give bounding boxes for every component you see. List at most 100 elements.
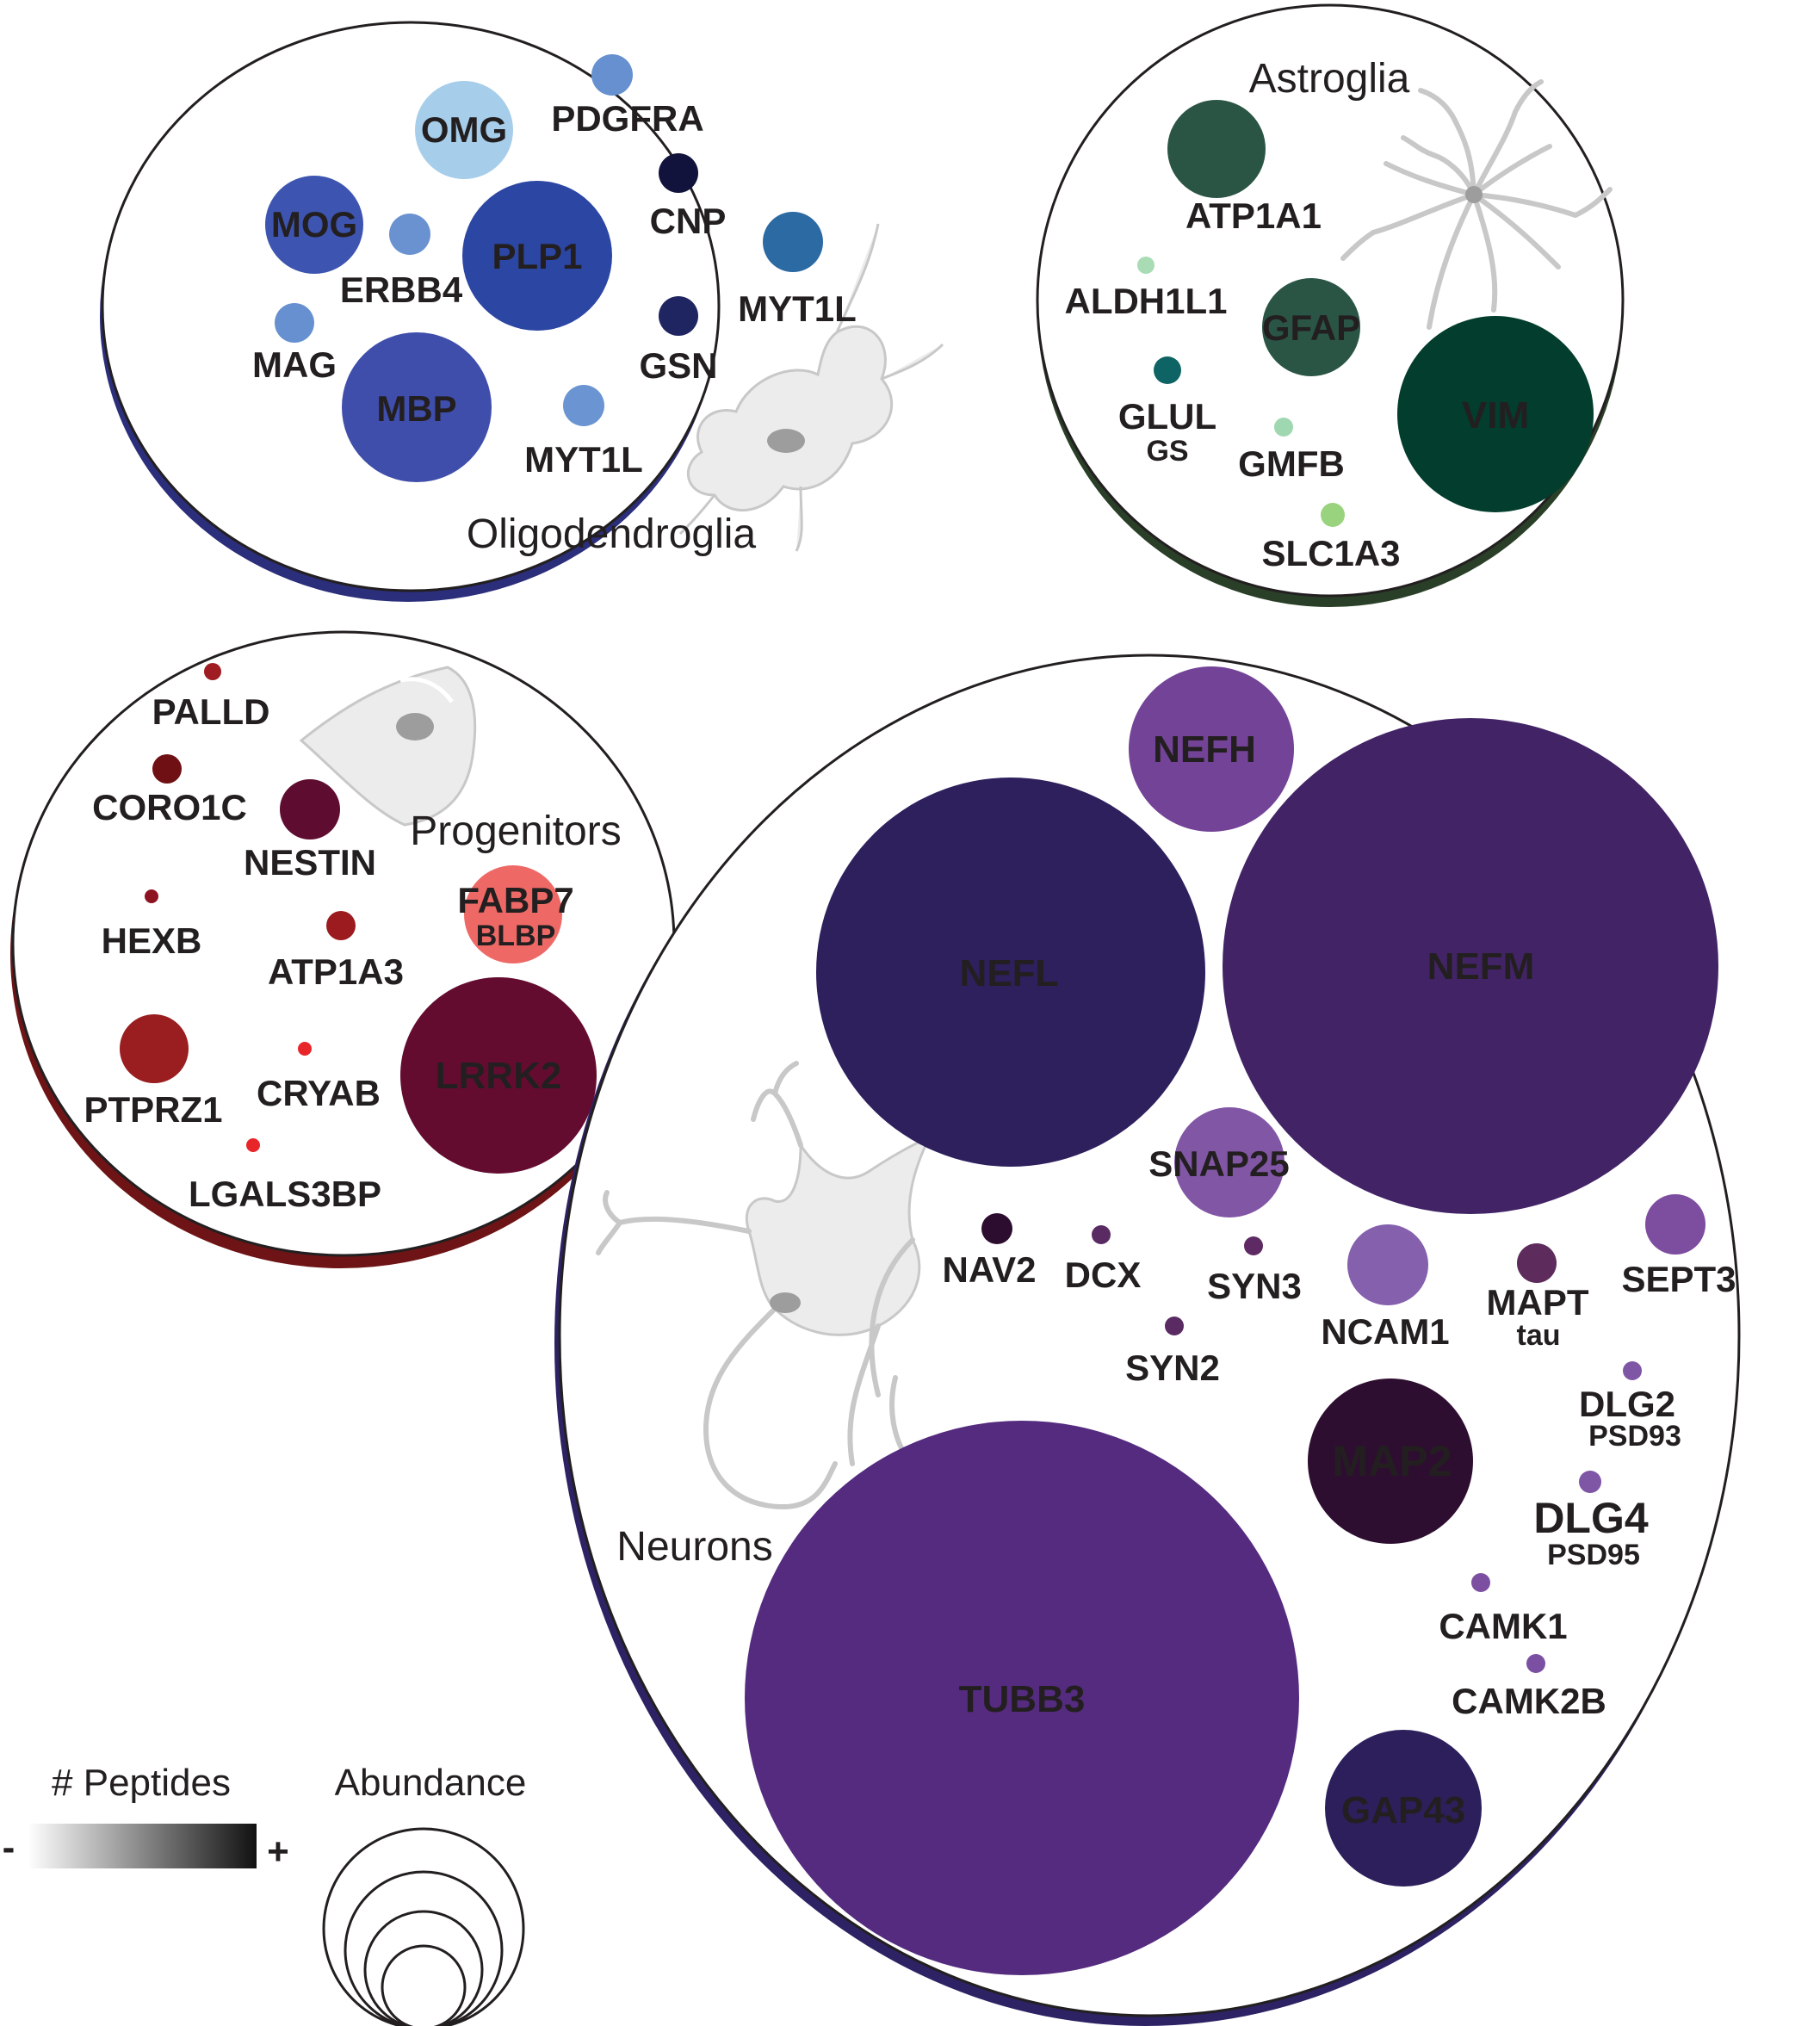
legend: # Peptides - + Abundance [3,1762,527,2026]
marker-circle-mapt [1517,1243,1557,1283]
marker-circle-nefh [1129,666,1294,832]
marker-label-cnp: CNP [650,201,727,241]
marker-sublabel-tau: tau [1517,1319,1561,1352]
marker-label-hexb: HEXB [102,920,202,961]
marker-circle-plp1 [462,181,612,331]
oligodendrocyte-cell-icon [678,223,944,552]
marker-label-gfap: GFAP [1262,307,1360,348]
legend-abundance-circle-mid [344,1870,504,2026]
marker-label-gsn: GSN [639,345,717,386]
nucleus-shape [767,429,805,453]
marker-label-tubb3: TUBB3 [959,1678,1086,1720]
marker-circle-gfap [1262,278,1360,376]
marker-label-gap43: GAP43 [1341,1789,1465,1831]
marker-label-pdgfra: PDGFRA [551,98,703,139]
marker-label-nav2: NAV2 [943,1249,1037,1290]
marker-label-mag: MAG [252,344,337,385]
marker-label-fabp7: FABP7 [457,880,573,920]
marker-circle-omg [415,81,513,179]
legend-peptides-gradient [28,1824,257,1868]
marker-circle-lgals3bp [246,1138,260,1152]
marker-circle-fabp7 [464,865,562,963]
marker-circle-ptprz1 [120,1014,189,1083]
marker-label-omg: OMG [421,109,507,150]
marker-circle-nav2 [981,1213,1012,1244]
marker-circle-tubb3 [745,1421,1299,1975]
legend-minus-sign: - [3,1826,15,1868]
marker-label-syn2: SYN2 [1125,1348,1220,1388]
marker-label-ncam1: NCAM1 [1321,1311,1449,1352]
marker-circle-atp1a3 [326,911,356,940]
group-title-neurons: Neurons [616,1524,772,1570]
marker-circle-unlabeled [389,214,430,255]
marker-circle-nestin [280,779,340,840]
marker-label-palld: PALLD [152,691,270,732]
marker-circle-mag [275,303,314,343]
marker-circle-syn3 [1244,1236,1263,1255]
marker-label-atp1a3: ATP1A3 [268,951,404,992]
marker-circle-dlg2 [1623,1361,1642,1380]
marker-circle-ncam1 [1347,1224,1428,1305]
marker-circle-lrrk2 [400,977,597,1174]
marker-sublabel-gs: GS [1146,435,1188,468]
marker-circle-camk2b [1526,1654,1545,1673]
marker-circle-mbp [342,332,492,482]
marker-label-dcx: DCX [1065,1255,1142,1295]
marker-circle-mog [265,176,363,274]
group-title-progenitors: Progenitors [410,809,621,854]
marker-circle-syn2 [1165,1317,1184,1335]
marker-label-vim: VIM [1462,394,1529,437]
marker-label-map2: MAP2 [1333,1437,1452,1485]
marker-label-snap25: SNAP25 [1148,1143,1289,1184]
marker-label-aldh1l1: ALDH1L1 [1064,281,1227,321]
group-title-oligodendroglia: Oligodendroglia [467,511,757,557]
legend-abundance-circle-small [363,1910,484,2026]
marker-circle-gsn [659,296,698,336]
marker-circle-myt1l-top [763,212,823,272]
marker-label-coro1c: CORO1C [92,787,247,827]
marker-label-atp1a1: ATP1A1 [1185,195,1322,236]
marker-sublabel-psd93: PSD93 [1588,1420,1681,1453]
marker-circle-coro1c [152,754,182,784]
nucleus-shape [770,1292,801,1313]
marker-label-slc1a3: SLC1A3 [1261,533,1400,573]
marker-label-camk2b: CAMK2B [1452,1681,1606,1721]
neurons-group: Neurons NEFH NEFL NEFM SNAP25 NAV2 DCX S… [554,654,1741,2026]
legend-peptides-title: # Peptides [52,1762,231,1804]
marker-label-glul: GLUL [1118,396,1216,437]
marker-circle-dcx [1092,1225,1111,1244]
marker-circle-palld [204,663,221,680]
marker-label-nestin: NESTIN [244,842,376,883]
legend-abundance-title: Abundance [335,1762,527,1804]
nucleus-shape [1465,186,1483,203]
marker-circle-nefl [816,778,1205,1167]
marker-label-nefl: NEFL [960,952,1059,994]
marker-sublabel-blbp: BLBP [476,920,556,952]
marker-circle-aldh1l1 [1137,257,1155,274]
marker-label-mog: MOG [271,204,357,245]
marker-circle-dlg4 [1579,1471,1601,1493]
marker-label-syn3: SYN3 [1207,1266,1302,1306]
progenitors-group: PALLD CORO1C NESTIN Progenitors HEXB ATP… [10,630,676,1268]
marker-label-plp1: PLP1 [492,236,582,276]
marker-label-myt1l-bottom: MYT1L [524,439,643,480]
oligodendroglia-outline [101,21,721,592]
marker-circle-gap43 [1325,1730,1482,1887]
marker-label-gmfb: GMFB [1238,443,1345,484]
marker-label-cryab: CRYAB [257,1073,381,1113]
marker-sublabel-psd95: PSD95 [1547,1539,1640,1571]
marker-label-lgals3bp: LGALS3BP [189,1174,381,1214]
legend-abundance-circle-large [322,1827,525,2026]
marker-label-mapt: MAPT [1487,1282,1589,1323]
marker-label-sept3: SEPT3 [1621,1259,1736,1299]
marker-circle-hexb [145,889,158,903]
marker-circle-sept3 [1645,1194,1705,1255]
nucleus-shape [396,713,434,740]
legend-plus-sign: + [267,1831,289,1873]
marker-circle-slc1a3 [1321,503,1345,527]
group-title-astroglia: Astroglia [1249,56,1410,102]
marker-label-lrrk2: LRRK2 [436,1055,562,1097]
marker-circle-map2 [1308,1379,1473,1544]
astrocyte-cell-icon [1340,79,1613,330]
oligodendroglia-group: OMG PDGFRA MOG ERBB4 PLP1 CNP MYT1L MAG … [100,21,944,602]
